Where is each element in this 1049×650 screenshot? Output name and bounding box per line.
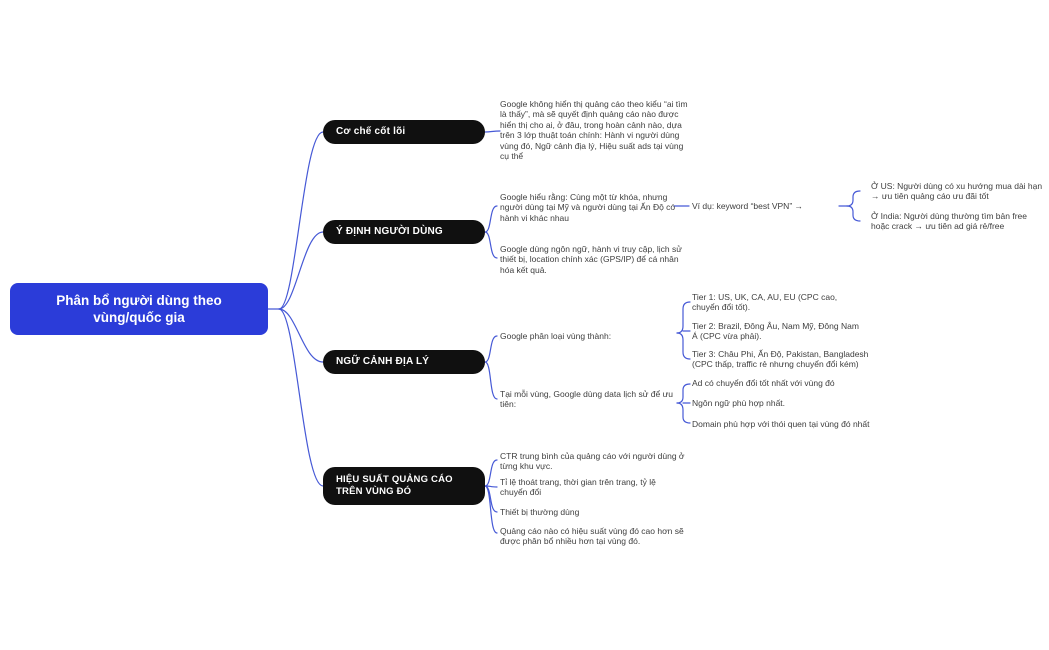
note-common-devices[interactable]: Thiết bị thường dùng xyxy=(500,507,580,517)
note-example-us[interactable]: Ở US: Người dùng có xu hướng mua dài hạn… xyxy=(871,181,1043,202)
note-ctr-average[interactable]: CTR trung bình của quảng cáo với người d… xyxy=(500,451,685,472)
branch-geo-context[interactable]: NGỮ CẢNH ĐỊA LÝ xyxy=(323,350,485,374)
branch-ad-performance[interactable]: HIỆU SUẤT QUẢNG CÁO TRÊN VÙNG ĐÓ xyxy=(323,467,485,505)
branch-core-mechanism[interactable]: Cơ chế cốt lõi xyxy=(323,120,485,144)
note-performance-allocation[interactable]: Quảng cáo nào có hiệu suất vùng đó cao h… xyxy=(500,526,684,547)
note-region-classification[interactable]: Google phân loại vùng thành: xyxy=(500,331,612,341)
note-priority-conversion[interactable]: Ad có chuyển đổi tốt nhất với vùng đó xyxy=(692,378,835,388)
note-personalization-signals[interactable]: Google dùng ngôn ngữ, hành vi truy cập, … xyxy=(500,244,682,275)
note-tier-1[interactable]: Tier 1: US, UK, CA, AU, EU (CPC cao, chu… xyxy=(692,292,838,313)
note-priority-domain[interactable]: Domain phù hợp với thói quen tại vùng đó… xyxy=(692,419,870,429)
note-historical-data-priority[interactable]: Tại mỗi vùng, Google dùng data lịch sử đ… xyxy=(500,389,673,410)
note-tier-3[interactable]: Tier 3: Châu Phi, Ấn Độ, Pakistan, Bangl… xyxy=(692,349,869,370)
note-core-mechanism[interactable]: Google không hiển thị quảng cáo theo kiể… xyxy=(500,99,688,162)
note-bounce-time-conversion[interactable]: Tỉ lệ thoát trang, thời gian trên trang,… xyxy=(500,477,656,498)
root-node[interactable]: Phân bổ người dùng theo vùng/quốc gia xyxy=(10,283,268,335)
branch-user-intent[interactable]: Ý ĐỊNH NGƯỜI DÙNG xyxy=(323,220,485,244)
note-tier-2[interactable]: Tier 2: Brazil, Đông Âu, Nam Mỹ, Đông Na… xyxy=(692,321,859,342)
note-intent-same-keyword[interactable]: Google hiểu rằng: Cùng một từ khóa, nhưn… xyxy=(500,192,676,223)
note-example-best-vpn[interactable]: Ví dụ: keyword “best VPN” → xyxy=(692,201,804,211)
note-priority-language[interactable]: Ngôn ngữ phù hợp nhất. xyxy=(692,398,786,408)
note-example-india[interactable]: Ở India: Người dùng thường tìm bản free … xyxy=(871,211,1027,232)
